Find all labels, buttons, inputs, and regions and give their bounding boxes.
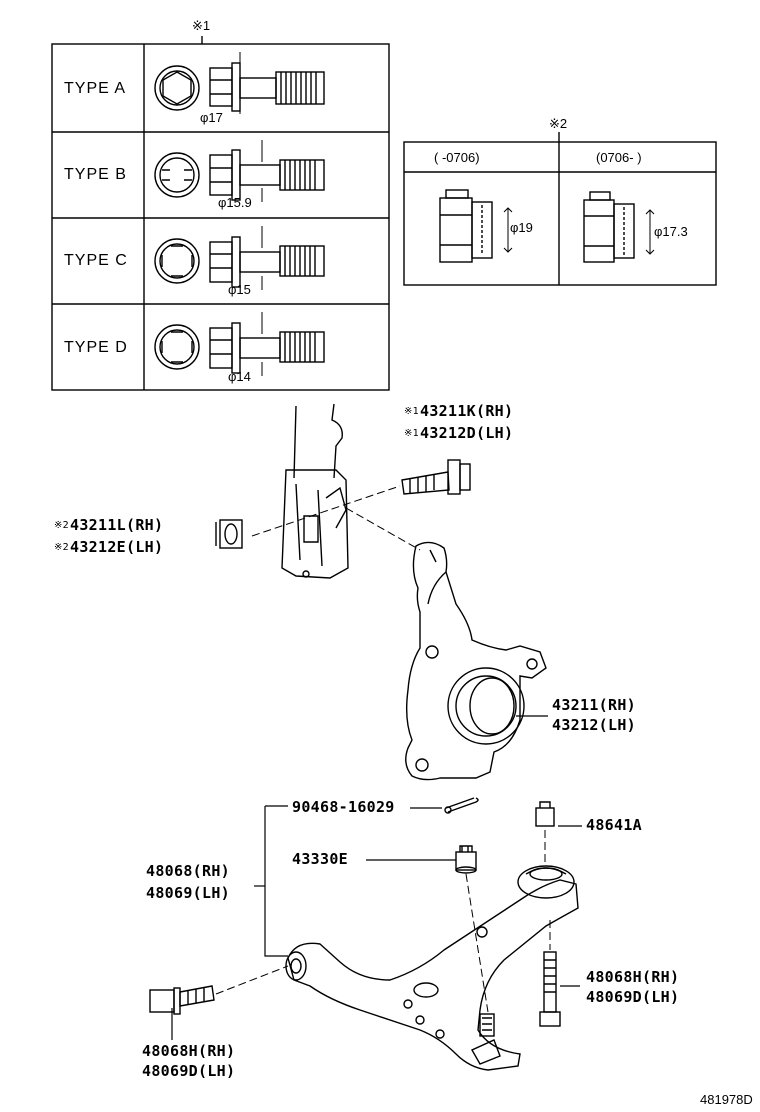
type-d-label: TYPE D <box>64 339 128 356</box>
leader-lines <box>171 715 582 1040</box>
type-table <box>51 36 390 391</box>
note1-marker: ※1 <box>192 18 211 33</box>
bolt-type-c-icon <box>154 226 325 290</box>
part-label-cotter-pin: 90468-16029 <box>292 798 395 816</box>
part-label-arm-rh: 48068(RH) <box>146 862 230 880</box>
nut-col2-diameter: φ17.3 <box>654 224 688 239</box>
part-label-knuckle-lh: 43212(LH) <box>552 716 636 734</box>
part-label-front-bolt-lh: 48069D(LH) <box>142 1062 236 1080</box>
bolt-axis-line <box>251 485 401 537</box>
ball-joint-bolt-icon <box>535 801 555 862</box>
nut-col1-header: ( -0706) <box>434 150 480 165</box>
type-d-diameter: φ14 <box>228 369 251 384</box>
rear-bolt-icon <box>539 920 561 1027</box>
part-label-front-bolt-rh: 48068H(RH) <box>142 1042 236 1060</box>
part-label-nut-rh: ※243211L(RH) <box>54 516 164 534</box>
knuckle-nut-icon <box>215 519 243 549</box>
nut-col1-diameter: φ19 <box>510 220 533 235</box>
part-label-nut-lh: ※243212E(LH) <box>54 538 164 556</box>
nut-new-icon <box>583 191 655 263</box>
knuckle-bolt-icon <box>401 459 471 495</box>
strut-knuckle-line <box>345 507 421 551</box>
part-label-knuckle-rh: 43211(RH) <box>552 696 636 714</box>
part-label-bolt-rh: ※143211K(RH) <box>404 402 514 420</box>
nut-table <box>403 132 717 286</box>
lower-arm-icon <box>285 865 579 1071</box>
part-label-rear-bolt-rh: 48068H(RH) <box>586 968 680 986</box>
front-bolt-icon <box>149 965 289 1015</box>
type-a-label: TYPE A <box>64 80 127 97</box>
type-c-diameter: φ15 <box>228 282 251 297</box>
diagram-id: 481978D <box>700 1092 753 1107</box>
castle-nut-icon <box>455 845 477 874</box>
steering-knuckle-icon <box>405 541 547 781</box>
bolt-type-d-icon <box>154 312 325 376</box>
nut-col2-header: (0706- ) <box>596 150 642 165</box>
part-label-castle-nut: 43330E <box>292 850 348 868</box>
strut-icon <box>281 403 349 579</box>
bolt-type-b-icon <box>154 140 325 202</box>
part-label-rear-bolt-lh: 48069D(LH) <box>586 988 680 1006</box>
cotter-pin-icon <box>444 797 479 814</box>
type-a-diameter: φ17 <box>200 110 223 125</box>
type-b-diameter: φ15.9 <box>218 195 252 210</box>
part-label-bolt-lh: ※143212D(LH) <box>404 424 514 442</box>
note2-marker: ※2 <box>549 116 568 131</box>
bolt-type-a-icon <box>154 52 325 114</box>
part-label-arm-lh: 48069(LH) <box>146 884 230 902</box>
type-b-label: TYPE B <box>64 166 127 183</box>
nut-old-icon <box>439 189 513 263</box>
part-label-ball-bolt: 48641A <box>586 816 642 834</box>
type-c-label: TYPE C <box>64 252 128 269</box>
